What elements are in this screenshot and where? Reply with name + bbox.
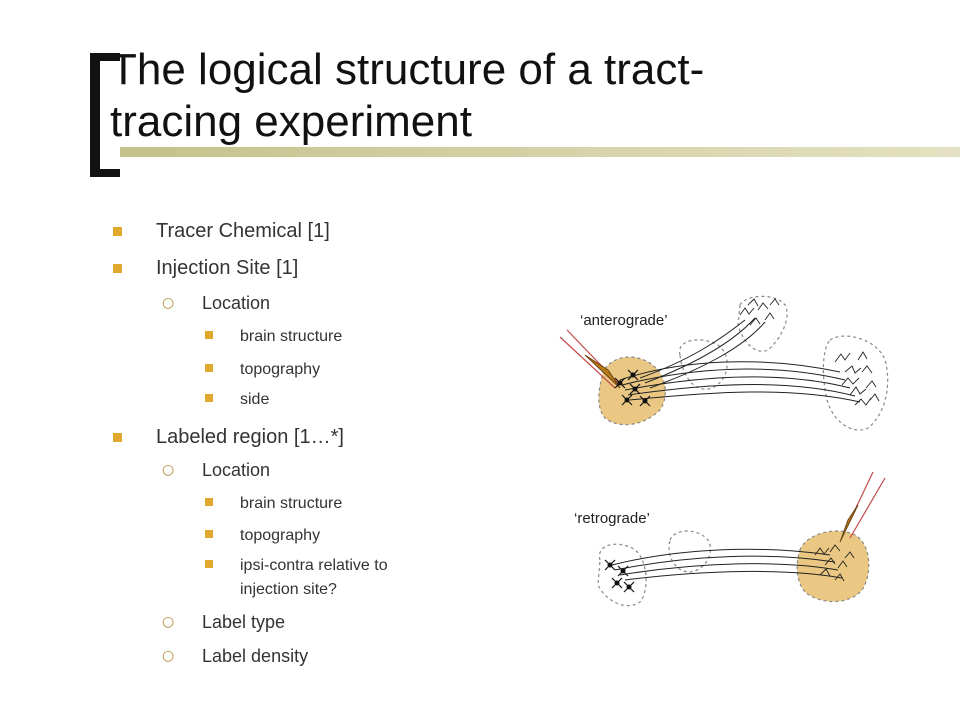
outline-item-labeled: Labeled region [1…*] bbox=[156, 426, 344, 448]
outline-item-injection-brain-structure: brain structure bbox=[240, 328, 343, 345]
outline-item-label-type: Label type bbox=[202, 612, 286, 632]
title-bracket-vertical bbox=[90, 53, 100, 177]
retrograde-origin-region bbox=[597, 543, 647, 607]
anterograde-injection-site bbox=[598, 356, 666, 426]
bullet-square bbox=[205, 394, 213, 402]
bullet-square bbox=[205, 560, 213, 568]
outline-item-labeled-brain-structure: brain structure bbox=[240, 495, 343, 512]
bullet-circle-icon: ○ bbox=[162, 295, 175, 311]
bullet-square bbox=[113, 227, 122, 236]
retrograde-mid-region bbox=[668, 530, 711, 573]
outline-item-injection-side: side bbox=[240, 391, 270, 408]
anterograde-terminal-region bbox=[822, 335, 889, 431]
outline-item-label-density: Label density bbox=[202, 646, 309, 666]
anterograde-mid-region bbox=[679, 339, 728, 390]
bullet-circle-icon: ○ bbox=[162, 648, 175, 664]
outline-item-injection-topography: topography bbox=[240, 361, 321, 378]
outline-item-labeled-location: Location bbox=[202, 460, 271, 480]
outline-item-labeled-topography: topography bbox=[240, 527, 321, 544]
bullet-square bbox=[113, 264, 122, 273]
bullet-circle-icon: ○ bbox=[162, 462, 175, 478]
bullet-square bbox=[205, 331, 213, 339]
title-bracket-top bbox=[90, 53, 120, 61]
title-bracket-bottom bbox=[90, 169, 120, 177]
retrograde-injection-site bbox=[796, 530, 870, 603]
anterograde-panel bbox=[559, 295, 889, 431]
slide-title-line1: The logical structure of a tract- bbox=[110, 45, 705, 94]
bullet-square bbox=[113, 433, 122, 442]
bullet-circle-icon: ○ bbox=[162, 614, 175, 630]
bullet-square bbox=[205, 498, 213, 506]
outline-item-injection: Injection Site [1] bbox=[156, 257, 299, 279]
retrograde-panel bbox=[597, 471, 886, 607]
slide-title: The logical structure of a tract- tracin… bbox=[110, 44, 930, 148]
title-underline-bar bbox=[120, 147, 960, 157]
bullet-square bbox=[205, 364, 213, 372]
outline-item-tracer: Tracer Chemical [1] bbox=[156, 220, 330, 242]
bullet-square bbox=[205, 530, 213, 538]
outline-item-labeled-ipsi-contra: ipsi-contra relative to bbox=[240, 557, 388, 574]
anterograde-upper-region bbox=[737, 295, 788, 352]
slide-title-line2: tracing experiment bbox=[110, 97, 472, 146]
outline-item-labeled-ipsi-contra-cont: injection site? bbox=[240, 581, 337, 598]
outline-item-injection-location: Location bbox=[202, 293, 271, 313]
anterograde-label: ‘anterograde’ bbox=[580, 312, 668, 329]
retrograde-label: ‘retrograde’ bbox=[574, 510, 650, 527]
